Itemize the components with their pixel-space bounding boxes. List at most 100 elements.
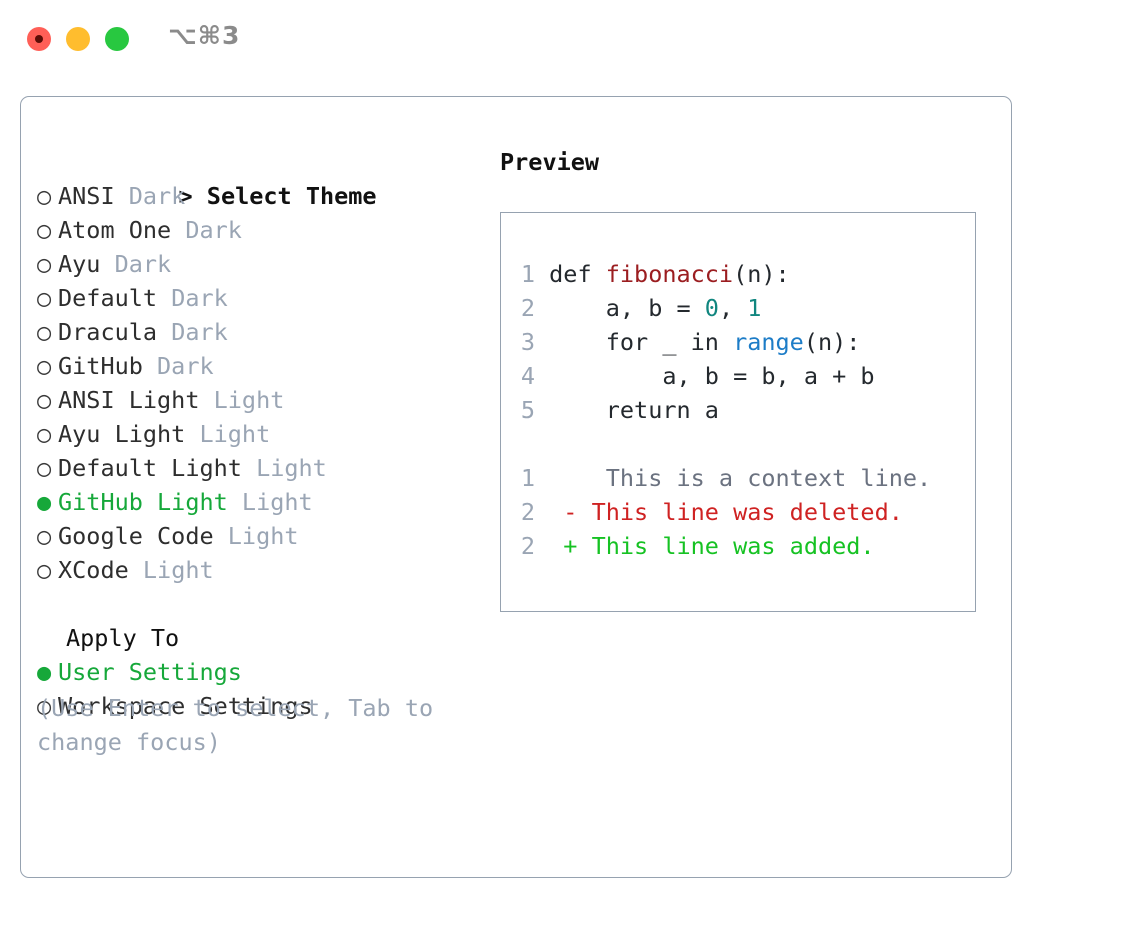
theme-list-item[interactable]: ○Dracula Dark [37, 315, 497, 349]
apply-to-options: ●User Settings○Workspace Settings [37, 655, 497, 723]
main-panel: > Select Theme ○ANSI Dark○Atom One Dark○… [20, 96, 1012, 878]
diff-text: This line was deleted. [577, 498, 903, 526]
theme-item-label: Ayu Light [58, 420, 186, 448]
theme-item-tag: Dark [100, 250, 172, 278]
select-theme-header: > Select Theme [37, 145, 497, 210]
theme-list-item[interactable]: ○XCode Light [37, 553, 497, 587]
theme-list-item[interactable]: ○ANSI Dark [37, 179, 497, 213]
theme-item-tag: Light [241, 454, 327, 482]
code-token: (n): [733, 260, 790, 288]
theme-list-item[interactable]: ○Atom One Dark [37, 213, 497, 247]
code-line-number: 4 [520, 362, 535, 390]
apply-to-option[interactable]: ●User Settings [37, 655, 497, 689]
code-token: def [549, 260, 606, 288]
prompt-caret: > [178, 182, 193, 210]
theme-item-label: ANSI Light [58, 386, 200, 414]
theme-item-label: Default [58, 284, 158, 312]
diff-line: 1 This is a context line. [513, 461, 965, 495]
theme-selector-list: > Select Theme ○ANSI Dark○Atom One Dark○… [37, 145, 497, 723]
title-bar: ⌥⌘3 [0, 0, 1140, 78]
theme-item-tag: Light [227, 488, 313, 516]
maximize-button[interactable] [105, 27, 129, 51]
code-token: for _ in [549, 328, 734, 356]
theme-item-tag: Dark [157, 318, 228, 346]
radio-unselected-icon: ○ [37, 352, 52, 380]
apply-to-label: User Settings [58, 658, 242, 686]
radio-unselected-icon: ○ [37, 318, 52, 346]
radio-unselected-icon: ○ [37, 250, 52, 278]
theme-item-tag: Light [185, 420, 271, 448]
code-line: 3 for _ in range(n): [513, 325, 965, 359]
theme-list-item[interactable]: ●GitHub Light Light [37, 485, 497, 519]
theme-item-tag: Dark [142, 352, 214, 380]
theme-item-label: ANSI [58, 182, 115, 210]
diff-line: 2 - This line was deleted. [513, 495, 965, 529]
theme-list-item[interactable]: ○Default Dark [37, 281, 497, 315]
code-token: 1 [747, 294, 762, 322]
theme-item-label: GitHub Light [58, 488, 228, 516]
theme-list-item[interactable]: ○ANSI Light Light [37, 383, 497, 417]
code-token: 0 [704, 294, 719, 322]
theme-item-label: GitHub [58, 352, 143, 380]
code-token: , [718, 294, 748, 322]
code-token: a, b = b, a + b [549, 362, 875, 390]
diff-line: 2 + This line was added. [513, 529, 965, 563]
select-theme-label: Select Theme [206, 182, 377, 210]
radio-unselected-icon: ○ [37, 692, 52, 720]
theme-item-label: Atom One [58, 216, 172, 244]
code-line-number: 2 [520, 294, 535, 322]
theme-item-label: Google Code [58, 522, 214, 550]
theme-list-item[interactable]: ○Google Code Light [37, 519, 497, 553]
keyboard-hint: (Use Enter to select, Tab to change focu… [37, 691, 457, 759]
code-blank-line [513, 427, 965, 461]
code-line: 2 a, b = 0, 1 [513, 291, 965, 325]
theme-item-tag: Light [128, 556, 214, 584]
theme-item-tag: Dark [114, 182, 186, 210]
code-token: (n): [803, 328, 861, 356]
code-line: 4 a, b = b, a + b [513, 359, 965, 393]
hint-line-2: change focus) [37, 728, 221, 756]
diff-line-number: 2 [520, 498, 535, 526]
theme-list-item[interactable]: ○Default Light Light [37, 451, 497, 485]
code-token: fibonacci [605, 260, 734, 288]
code-line-number: 5 [520, 396, 535, 424]
theme-item-label: Ayu [58, 250, 101, 278]
code-token: a, b = [549, 294, 705, 322]
radio-unselected-icon: ○ [37, 454, 52, 482]
apply-to-label: Workspace Settings [58, 692, 313, 720]
diff-marker [563, 464, 577, 492]
code-line: 1 def fibonacci(n): [513, 257, 965, 291]
theme-item-tag: Light [213, 522, 299, 550]
theme-list-item[interactable]: ○Ayu Dark [37, 247, 497, 281]
diff-line-number: 2 [520, 532, 535, 560]
radio-unselected-icon: ○ [37, 420, 52, 448]
code-line: 5 return a [513, 393, 965, 427]
diff-text: This is a context line. [577, 464, 932, 492]
theme-item-label: Dracula [58, 318, 158, 346]
preview-title: Preview [500, 148, 600, 176]
theme-items-container: ○ANSI Dark○Atom One Dark○Ayu Dark○Defaul… [37, 179, 497, 587]
minimize-button[interactable] [66, 27, 90, 51]
theme-item-tag: Dark [171, 216, 242, 244]
radio-selected-icon: ● [37, 488, 52, 516]
window-title: ⌥⌘3 [168, 21, 241, 50]
theme-list-item[interactable]: ○GitHub Dark [37, 349, 497, 383]
theme-list-item[interactable]: ○Ayu Light Light [37, 417, 497, 451]
code-line-number: 1 [520, 260, 535, 288]
radio-unselected-icon: ○ [37, 386, 52, 414]
diff-marker: - [563, 498, 578, 526]
code-token: return a [549, 396, 719, 424]
theme-item-tag: Light [199, 386, 285, 414]
radio-unselected-icon: ○ [37, 522, 52, 550]
radio-unselected-icon: ○ [37, 284, 52, 312]
theme-item-tag: Dark [157, 284, 228, 312]
traffic-light-group [27, 27, 129, 51]
close-button[interactable] [27, 27, 51, 51]
radio-unselected-icon: ○ [37, 216, 52, 244]
apply-to-header: Apply To [66, 624, 180, 652]
radio-unselected-icon: ○ [37, 182, 52, 210]
apply-to-option[interactable]: ○Workspace Settings [37, 689, 497, 723]
